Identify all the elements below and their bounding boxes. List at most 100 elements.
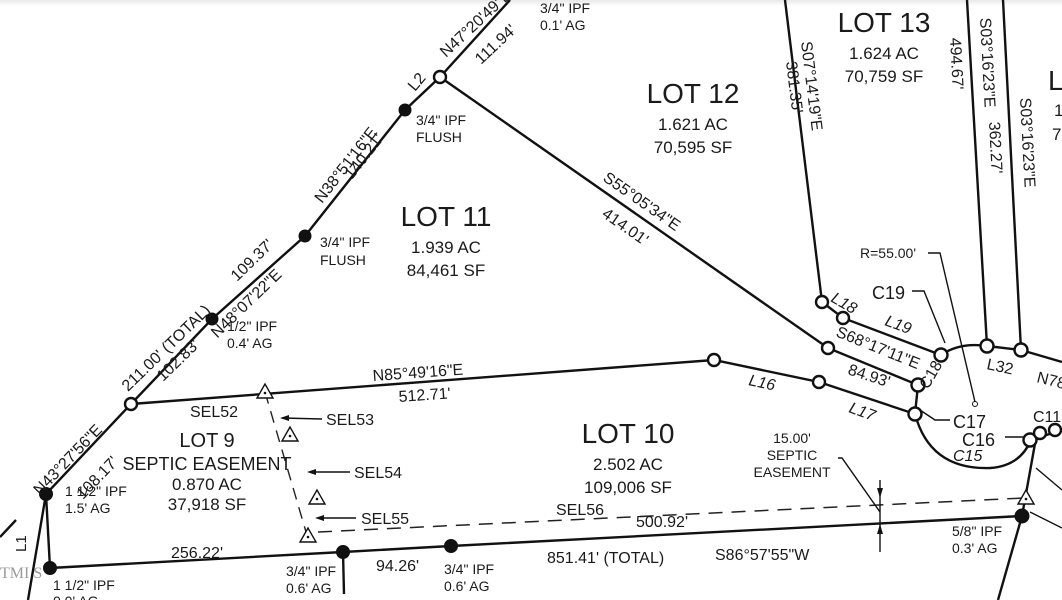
open-iron-marker xyxy=(814,294,830,310)
plat-label: N85°49'16"E xyxy=(372,362,464,385)
plat-label: SEPTIC xyxy=(767,447,818,463)
iron-pin-found xyxy=(398,103,412,117)
plat-label: 362.27' xyxy=(985,121,1005,174)
iron-pin-found xyxy=(336,545,350,559)
iron-pin-found xyxy=(444,539,458,553)
triangle-marker-icon xyxy=(1016,488,1036,505)
plat-label: SEL52 xyxy=(190,404,238,421)
plat-label: 512.71' xyxy=(398,385,451,406)
plat-label: FLUSH xyxy=(320,252,366,268)
triangle-marker-icon xyxy=(280,425,300,442)
plat-label: 256.22' xyxy=(171,545,223,562)
plat-label: 15.00' xyxy=(773,430,811,446)
plat-label: 0.3' AG xyxy=(952,540,997,556)
leader-lines xyxy=(280,252,1062,552)
open-iron-marker xyxy=(1047,422,1062,438)
monuments xyxy=(39,69,1062,575)
page-edge-shadow xyxy=(0,0,1062,6)
plat-label: 0.6' AG xyxy=(444,578,489,594)
plat-label: 70,759 SF xyxy=(845,67,923,86)
plat-label: N78 xyxy=(1035,369,1062,393)
plat-label: 1 1/2" IPF xyxy=(65,483,127,499)
plat-label: 3/4" IPF xyxy=(540,0,590,16)
plat-label: S03°16'23"E xyxy=(976,17,998,108)
plat-label: 0.0' AG xyxy=(53,593,98,600)
iron-pin-found xyxy=(39,487,53,501)
plat-label: 1.624 AC xyxy=(849,44,919,63)
plat-label: L1 xyxy=(13,535,30,552)
plat-label: EASEMENT xyxy=(753,464,830,480)
plat-label: SEL55 xyxy=(361,511,409,528)
plat-label: C16 xyxy=(962,430,995,450)
plat-label: 0.1' AG xyxy=(540,17,585,33)
open-iron-marker xyxy=(432,69,448,85)
plat-label: 109,006 SF xyxy=(584,478,672,497)
plat-label: 7 xyxy=(1052,125,1061,144)
plat-label: C19 xyxy=(872,283,905,303)
iron-pin-found xyxy=(298,229,312,243)
iron-pin-found xyxy=(205,312,219,326)
plat-label: 0.6' AG xyxy=(286,580,331,596)
plat-label: SEL56 xyxy=(556,502,604,519)
iron-pin-found xyxy=(1014,508,1030,524)
triangle-marker-icon xyxy=(298,526,318,543)
plat-label: C18 xyxy=(917,358,946,392)
septic-easement-lines xyxy=(264,391,1025,533)
plat-label: 84,461 SF xyxy=(407,261,485,280)
plat-label: L32 xyxy=(985,356,1015,378)
monument-notes: 3/4" IPF 0.1' AG 3/4" IPF FLUSH 3/4" IPF… xyxy=(0,0,1002,600)
triangle-marker-icon xyxy=(307,488,327,505)
plat-label: C17 xyxy=(953,412,986,432)
plat-label: L17 xyxy=(847,400,879,425)
plat-label: 500.92' xyxy=(636,514,688,531)
open-iron-marker xyxy=(979,338,995,354)
open-iron-marker xyxy=(835,310,851,326)
open-iron-marker xyxy=(933,347,949,363)
plat-label: 94.26' xyxy=(376,558,419,575)
plat-label: 3/4" IPF xyxy=(444,561,494,577)
plat-label: 851.41' (TOTAL) xyxy=(547,550,664,567)
plat-label: SEPTIC EASEMENT xyxy=(122,454,291,474)
plat-label: SEL54 xyxy=(354,465,402,482)
triangle-marker-icon xyxy=(255,382,275,399)
lot-12-title: LOT 12 xyxy=(647,78,740,109)
easement-points xyxy=(255,382,1036,543)
plat-label: TMI S xyxy=(0,565,42,582)
plat-label: 3/4" IPF xyxy=(320,234,370,250)
plat-label: 0.4' AG xyxy=(227,335,272,351)
iron-pin-found xyxy=(43,561,57,575)
plat-label: 1 xyxy=(1054,101,1062,120)
plat-label: S86°57'55"W xyxy=(715,547,810,564)
open-iron-marker xyxy=(123,396,139,412)
plat-label: FLUSH xyxy=(416,129,462,145)
plat-label: 1 1/2" IPF xyxy=(53,577,115,593)
lot-9-title: LOT 9 xyxy=(179,430,234,452)
open-iron-marker xyxy=(910,377,926,393)
plat-label: 1.621 AC xyxy=(658,115,728,134)
lot-11-title: LOT 11 xyxy=(401,201,492,232)
line-curve-labels: L1 L2 L16 L17 L18 L19 L32 C19 C18 C17 C1… xyxy=(13,70,1061,552)
plat-label: 1.5' AG xyxy=(65,500,110,516)
plat-label: 494.67' xyxy=(946,37,966,90)
lot-14-title-partial: L xyxy=(1048,65,1062,96)
plat-label: SEL53 xyxy=(326,412,374,429)
open-iron-marker xyxy=(811,374,827,390)
easement-labels: SEL52 SEL53 SEL54 SEL55 SEL56 15.00' SEP… xyxy=(190,404,831,528)
plat-label: 1.939 AC xyxy=(411,238,481,257)
plat-label: 70,595 SF xyxy=(654,138,732,157)
plat-label: C11 xyxy=(1033,409,1061,426)
open-iron-marker xyxy=(706,352,722,368)
plat-label: 1/2" IPF xyxy=(227,318,277,334)
plat-label: S03°16'23"E xyxy=(1016,97,1038,188)
plat-label: 37,918 SF xyxy=(168,495,246,514)
plat-label: 3/4" IPF xyxy=(286,563,336,579)
plat-label: C15 xyxy=(953,448,982,465)
plat-label: L16 xyxy=(747,372,777,394)
open-iron-marker xyxy=(1022,432,1038,448)
plat-label: 381.35' xyxy=(782,60,805,114)
plat-label: 2.502 AC xyxy=(593,455,663,474)
plat-label: 5/8" IPF xyxy=(952,523,1002,539)
lot-10-title: LOT 10 xyxy=(582,418,675,449)
open-iron-marker xyxy=(1032,425,1048,441)
